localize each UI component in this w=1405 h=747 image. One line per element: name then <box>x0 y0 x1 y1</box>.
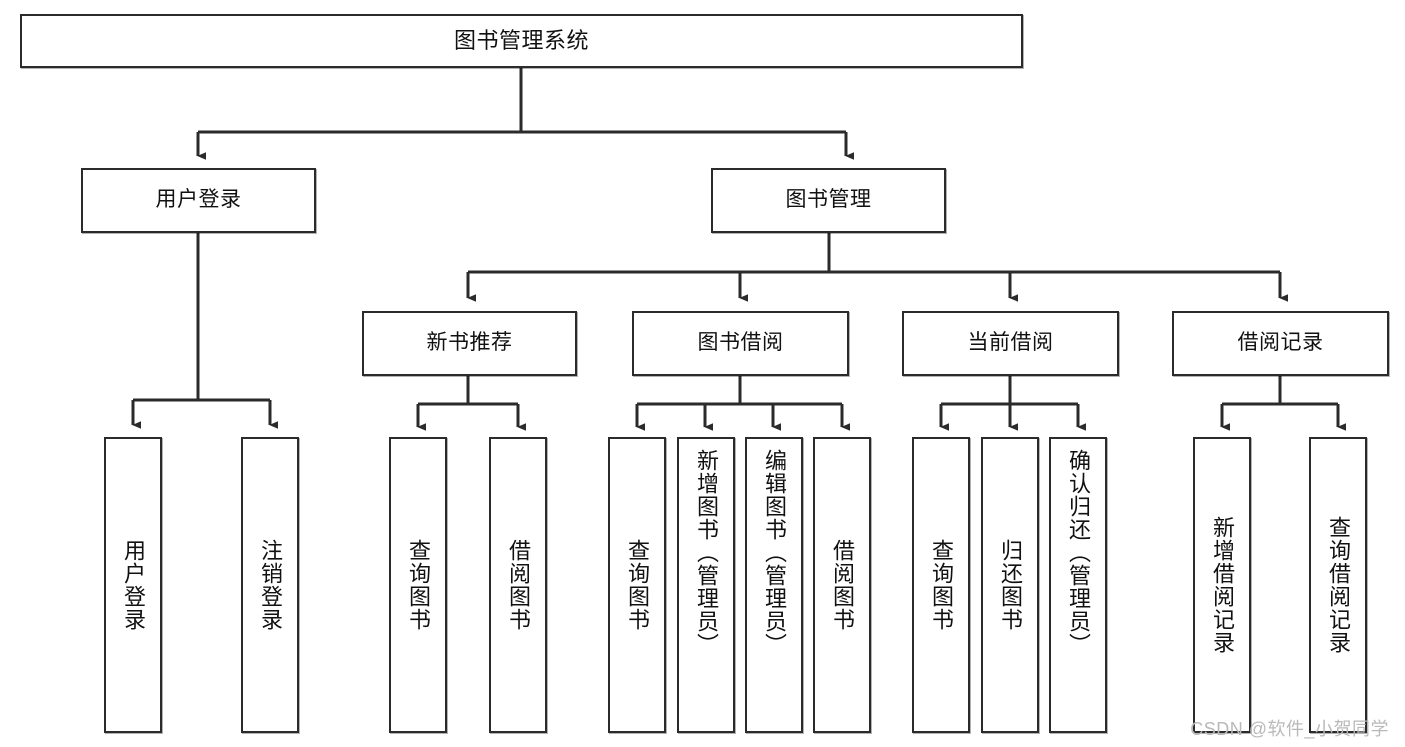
leaf-nb-query-book[interactable]: 查询图书 <box>389 437 447 733</box>
node-current-borrow[interactable]: 当前借阅 <box>902 311 1119 376</box>
leaf-logout[interactable]: 注销登录 <box>241 437 299 733</box>
leaf-bb-query-book-label: 查询图书 <box>624 539 650 631</box>
leaf-user-login[interactable]: 用户登录 <box>104 437 162 733</box>
leaf-br-add-record[interactable]: 新增借阅记录 <box>1193 437 1251 733</box>
leaf-br-query-record[interactable]: 查询借阅记录 <box>1309 437 1367 733</box>
leaf-bb-borrow-book[interactable]: 借阅图书 <box>813 437 871 733</box>
node-borrow-record[interactable]: 借阅记录 <box>1172 311 1389 376</box>
leaf-nb-borrow-book[interactable]: 借阅图书 <box>489 437 547 733</box>
node-root-system-label: 图书管理系统 <box>453 28 589 54</box>
leaf-cb-confirm-return-admin-label: 确认归还（管理员） <box>1065 449 1091 656</box>
leaf-br-query-record-label: 查询借阅记录 <box>1325 516 1351 654</box>
node-book-management-label: 图书管理 <box>785 188 872 212</box>
leaf-cb-query-book[interactable]: 查询图书 <box>912 437 970 733</box>
leaf-cb-return-book-label: 归还图书 <box>997 539 1023 631</box>
node-user-login[interactable]: 用户登录 <box>81 168 316 233</box>
node-book-management[interactable]: 图书管理 <box>711 168 946 233</box>
leaf-user-login-label: 用户登录 <box>120 539 146 631</box>
node-user-login-label: 用户登录 <box>155 188 242 212</box>
leaf-nb-query-book-label: 查询图书 <box>405 539 431 631</box>
node-borrow-record-label: 借阅记录 <box>1237 331 1324 355</box>
leaf-cb-return-book[interactable]: 归还图书 <box>981 437 1039 733</box>
node-new-book-recommend[interactable]: 新书推荐 <box>362 311 577 376</box>
leaf-logout-label: 注销登录 <box>257 539 283 631</box>
leaf-bb-edit-book-admin-label: 编辑图书（管理员） <box>761 449 787 656</box>
watermark-text: CSDN @软件_小贺同学 <box>1190 719 1389 739</box>
leaf-bb-add-book-admin-label: 新增图书（管理员） <box>693 449 719 656</box>
node-book-borrow[interactable]: 图书借阅 <box>632 311 849 376</box>
leaf-nb-borrow-book-label: 借阅图书 <box>505 539 531 631</box>
leaf-br-add-record-label: 新增借阅记录 <box>1209 516 1235 654</box>
leaf-bb-add-book-admin[interactable]: 新增图书（管理员） <box>677 437 735 733</box>
leaf-cb-confirm-return-admin[interactable]: 确认归还（管理员） <box>1049 437 1107 733</box>
leaf-bb-borrow-book-label: 借阅图书 <box>829 539 855 631</box>
node-current-borrow-label: 当前借阅 <box>967 331 1054 355</box>
node-book-borrow-label: 图书借阅 <box>697 331 784 355</box>
leaf-bb-edit-book-admin[interactable]: 编辑图书（管理员） <box>745 437 803 733</box>
node-new-book-recommend-label: 新书推荐 <box>426 331 513 355</box>
leaf-bb-query-book[interactable]: 查询图书 <box>608 437 666 733</box>
node-root-system[interactable]: 图书管理系统 <box>20 14 1023 68</box>
leaf-cb-query-book-label: 查询图书 <box>928 539 954 631</box>
